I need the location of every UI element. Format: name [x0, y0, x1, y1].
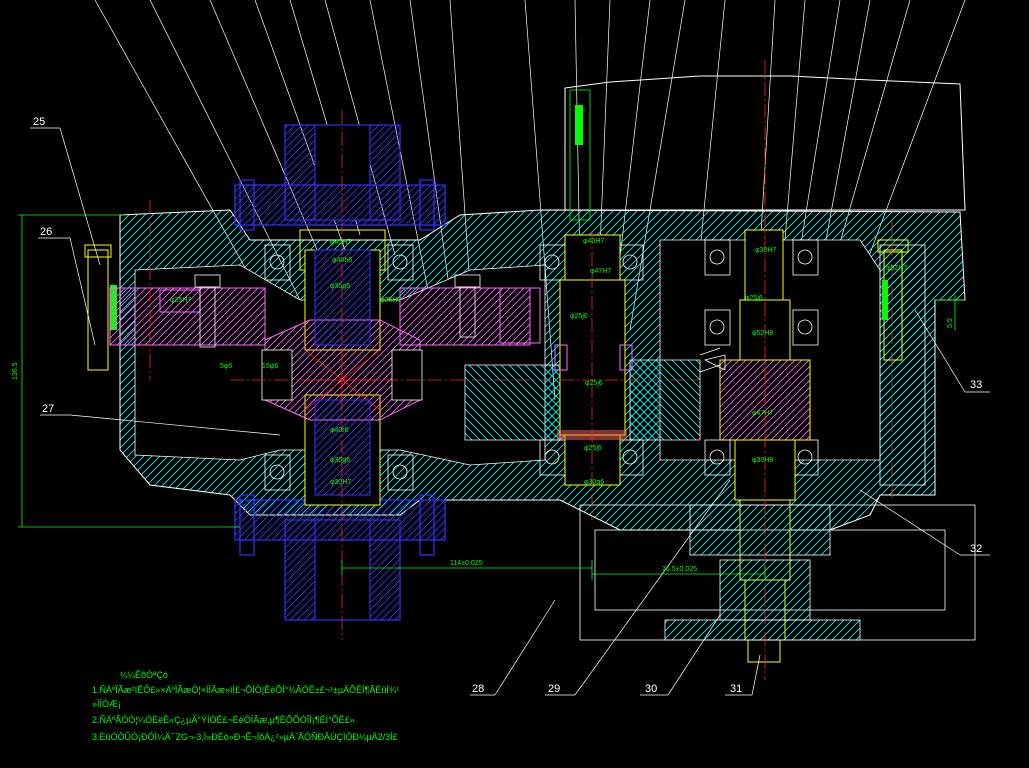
- top-blue-flange: [234, 124, 446, 231]
- part-label-26: 26: [40, 226, 52, 238]
- part-label-27: 27: [42, 403, 54, 415]
- fit-label: φ40H7: [583, 238, 604, 245]
- part-label-29: 29: [548, 683, 560, 695]
- fit-label: φ40h6: [332, 257, 352, 264]
- fit-label: φ40r6: [330, 427, 349, 434]
- fit-label: φ35g6: [330, 283, 350, 290]
- technical-notes: ¼¼ÊõÒªÇó 1.ÑÄºÏÃæ²îÊÔ£»×ÄºÏÃæÓ¦×ÏÍÃæ»ìÍ£…: [92, 670, 399, 742]
- worm-wheel: [109, 287, 541, 346]
- part-label-32: 32: [970, 543, 982, 555]
- fit-label: φ25H7: [380, 297, 401, 304]
- fit-label: φ30H7: [755, 247, 776, 254]
- right-flange: [877, 239, 926, 486]
- fit-label: φ30g6: [584, 479, 604, 486]
- part-number-labels: 25 26 27 28 29 30 31 32 33: [33, 116, 982, 695]
- part-label-31: 31: [730, 683, 742, 695]
- fit-label: φ25H7: [170, 297, 191, 304]
- dimension-center-distance-2: 76.5±0.025: [662, 566, 697, 573]
- notes-title: ¼¼ÊõÒªÇó: [120, 670, 168, 680]
- notes-line-2: 2.ÑÄºÃÓÓ¦¼ÓÈëÊ«Ç¿µÄ°ÝÍÓÊ£¬ÈëÖÍÃæ,µ¶ÈÕÕÓÎ…: [92, 715, 355, 725]
- bottom-blue-flange: [234, 494, 446, 621]
- fit-label: φ40H7: [330, 239, 351, 246]
- part-label-30: 30: [645, 683, 657, 695]
- notes-line-1b: »ÏÍÓÆ¡: [92, 699, 121, 709]
- small-dim: 5φ6: [220, 363, 232, 370]
- differential: [261, 229, 423, 506]
- part-label-25: 25: [33, 116, 45, 128]
- fit-label: φ25j6: [745, 295, 763, 302]
- fit-label: φ47H7: [590, 268, 611, 275]
- dimension-offset: 5.5: [947, 318, 954, 328]
- top-cover: [545, 75, 966, 211]
- fit-label: φ30H7: [330, 479, 351, 486]
- notes-line-1: 1.ÑÄºÏÃæ²îÊÔ£»×ÄºÏÃæÓ¦×ÏÍÃæ»ìÍ£¬ÕÍÓ¦ÊéÕÍ…: [92, 685, 399, 695]
- dimension-center-distance-1: 114±0.025: [450, 560, 483, 567]
- fit-label: φ30H8: [752, 457, 773, 464]
- fit-label: φ25j6: [585, 380, 603, 387]
- fit-label: φ30g6: [330, 457, 350, 464]
- dimension-lines: [18, 214, 965, 580]
- part-leaders: [30, 127, 990, 696]
- fit-label: φ47H7: [752, 410, 773, 417]
- fit-label: φ25j6: [584, 445, 602, 452]
- dimension-height: 136.5: [12, 362, 19, 380]
- dimension-texts: 136.5 114±0.025 76.5±0.025 5.5 φ40H7 φ40…: [12, 238, 954, 573]
- part-label-28: 28: [472, 683, 484, 695]
- part-label-33: 33: [970, 379, 982, 391]
- fit-label: φ52H8: [752, 330, 773, 337]
- small-dim: 15φ6: [262, 363, 278, 370]
- fit-label: φ52H7: [886, 265, 907, 272]
- bolts: [194, 89, 591, 348]
- housing: [119, 209, 966, 531]
- notes-line-3: 3.ÈûÓÒÛÓ¡ÐÓÌ¼Ä¯ZG¬-3,Ì»ÐÈó»Ð¬Ê¬ÌõÁ¿²»µÄ´…: [92, 732, 398, 742]
- fit-label: φ25j6: [570, 313, 588, 320]
